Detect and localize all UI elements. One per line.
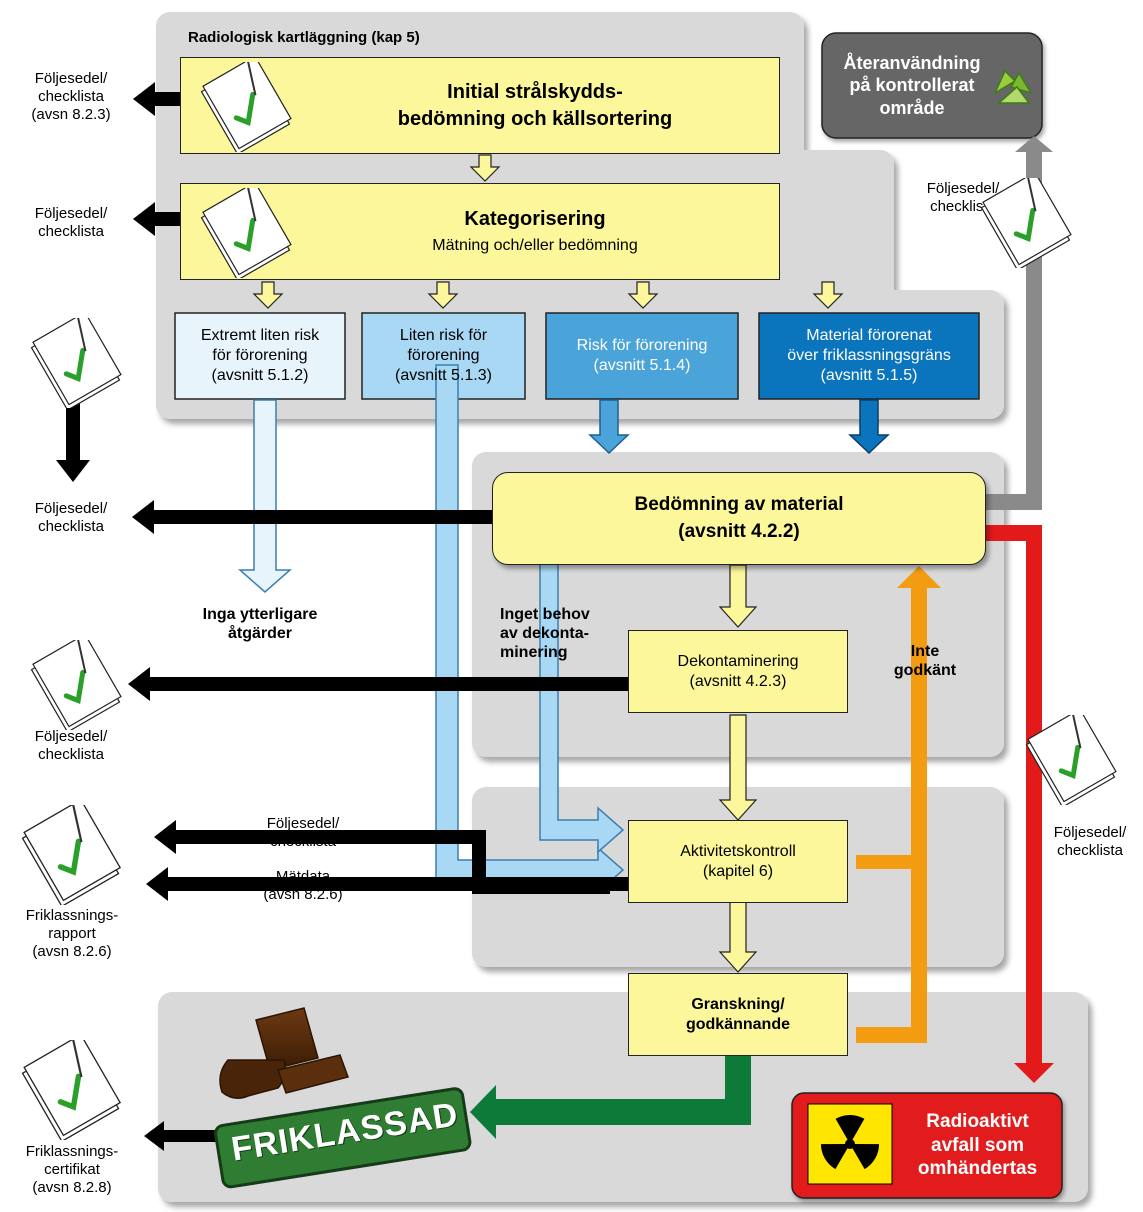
aktivitetskontroll-box: Aktivitetskontroll (kapitel 6) [628,820,848,903]
arrow-cat4-bedomning [848,399,890,455]
arrow-initial-kat [469,154,501,182]
label-inga: Inga ytterligare åtgärder [202,606,318,643]
label-inte: Inte godkänt [893,643,957,680]
label-fs-bedomning: Följesedel/ checklista [34,500,108,535]
cat4-box: Material förorenat över friklassningsgrä… [759,313,979,399]
arrow-bedomning-dekont [718,564,758,628]
bedomning-box: Bedömning av material (avsnitt 4.2.2) [492,472,986,565]
arrow-akt-fs [154,820,610,894]
cat2-text: Liten risk för förorening (avsnitt 5.1.3… [395,327,492,384]
bedomning-text: Bedömning av material (avsnitt 4.2.2) [634,493,844,542]
kategorisering-title: Kategorisering [464,208,606,230]
friklassad-badge [214,1087,472,1189]
cat3-box-bg [545,312,739,400]
initial-box-text: Initial strålskydds- bedömning och källs… [397,80,673,130]
section-title: Radiologisk kartläggning (kap 5) [188,29,420,46]
aktivitetskontroll-text: Aktivitetskontroll (kapitel 6) [680,842,796,880]
granskning-box: Granskning/ godkännande [628,973,848,1056]
cat1-box: Extremt liten risk för förorening (avsni… [175,313,345,399]
arrow-gransk-friklassad [470,1055,751,1139]
cat1-text: Extremt liten risk för förorening (avsni… [200,327,320,384]
label-inget: Inget behov av dekonta- minering [500,606,590,662]
kategorisering-sub: Mätning och/eller bedömning [432,237,638,254]
arrow-kat-cat2 [427,281,459,309]
radiation-icon [807,1103,893,1185]
cat4-box-bg [758,312,980,400]
document-icon [970,171,1080,271]
label-fs-reuse: Följesedel/ checklista [926,180,1000,215]
label-certifikat: Friklassnings- certifikat (avsn 8.2.8) [25,1143,119,1196]
ateranvandning-box: Återanvändning på kontrollerat område [822,33,1002,138]
arrow-doc-down [56,380,90,482]
document-icon [190,55,300,155]
arrow-fs-kat [133,202,200,236]
document-icon [1015,708,1125,808]
arrow-to-radioaktivt [986,525,1054,1083]
radioaktivt-text: Radioaktivt avfall som omhändertas [917,1110,1038,1180]
label-fs-right: Följesedel/ checklista [1053,824,1127,859]
recycle-icon [993,69,1033,104]
cat1-box-bg [174,312,346,400]
dekontaminering-text: Dekontaminering (avsnitt 4.2.3) [677,652,799,690]
label-fs-dekont: Följesedel/ checklista [34,728,108,763]
granskning-text: Granskning/ godkännande [685,995,790,1033]
arrow-cat3-bedomning [588,399,630,455]
radioaktivt-box: Radioaktivt avfall som omhändertas [895,1093,1060,1198]
cat3-text: Risk för förorening (avsnitt 5.1.4) [576,337,708,374]
arrow-akt-gransk [718,899,758,973]
arrow-kat-cat1 [252,281,284,309]
arrow-bedomning-fs [132,500,492,534]
label-rapport: Friklassnings- rapport (avsn 8.2.6) [25,907,119,960]
label-fs-kat: Följesedel/ checklista [34,205,108,240]
arrow-inte-godkant [856,566,941,1043]
document-icon [10,1033,130,1143]
ateranvandning-text: Återanvändning på kontrollerat område [843,52,981,118]
cat2-box: Liten risk för förorening (avsnitt 5.1.3… [362,313,525,399]
arrow-akt-matdata [146,867,628,901]
stamp-icon [219,1007,349,1099]
label-fs-akt: Följesedel/ checklista [266,815,340,850]
arrow-kat-cat3 [627,281,659,309]
document-icon [20,311,130,411]
arrow-dekont-fs [128,667,628,701]
label-fs-top: Följesedel/ checklista (avsn 8.2.3) [31,70,111,123]
ateranvandning-box-bg [821,32,1043,139]
document-icon [20,633,130,733]
document-icon [190,181,300,281]
label-matdata: Mätdata (avsn 8.2.6) [263,868,343,903]
dekontaminering-box: Dekontaminering (avsnitt 4.2.3) [628,630,848,713]
arrow-cat1-inga [238,399,292,593]
arrow-kat-cat4 [812,281,844,309]
document-icon [10,798,130,908]
cat3-box: Risk för förorening (avsnitt 5.1.4) [546,313,738,399]
arrow-friklassad-cert [144,1121,220,1151]
arrow-dekont-akt [718,714,758,821]
cat4-text: Material förorenat över friklassningsgrä… [787,327,951,384]
